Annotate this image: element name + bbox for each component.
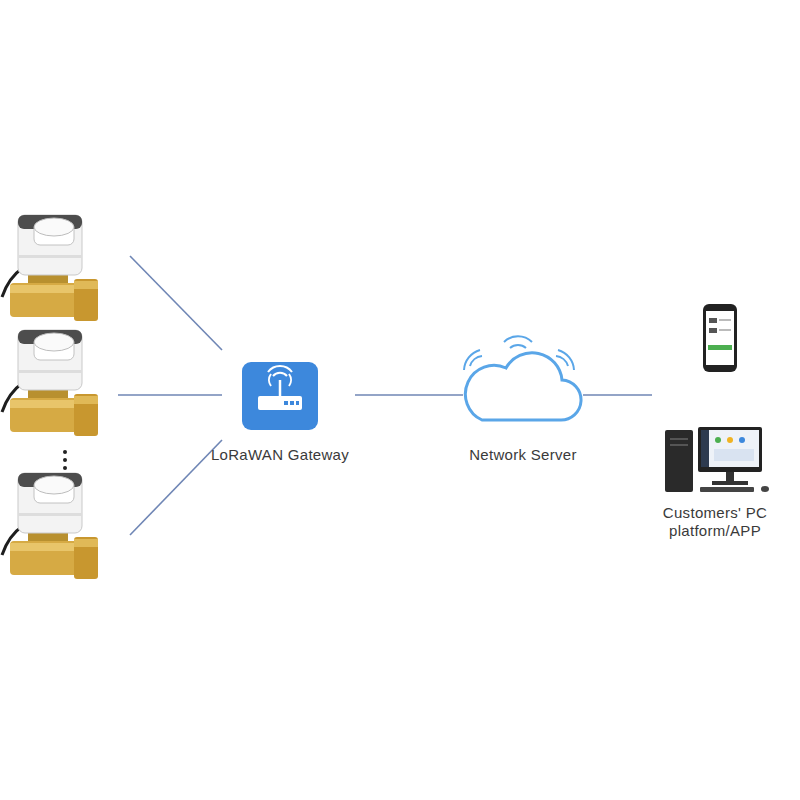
- radio-link-line: [118, 256, 222, 535]
- customer-node: Customers' PC platform/APP: [652, 296, 778, 540]
- valve-device: [2, 215, 98, 579]
- connector-line: [583, 394, 652, 396]
- node-label: LoRaWAN Gateway: [205, 446, 355, 464]
- server-node: Network Server: [463, 335, 583, 464]
- gateway-icon: [242, 362, 318, 430]
- node-label: Customers' PC platform/APP: [662, 504, 768, 540]
- computer-icon: [665, 427, 769, 492]
- gateway-node: LoRaWAN Gateway: [205, 360, 355, 464]
- phone-icon: [703, 304, 737, 372]
- cloud-icon: [464, 336, 581, 420]
- node-label: Network Server: [463, 446, 583, 464]
- ellipsis-dots: [63, 450, 67, 470]
- connector-line: [355, 394, 463, 396]
